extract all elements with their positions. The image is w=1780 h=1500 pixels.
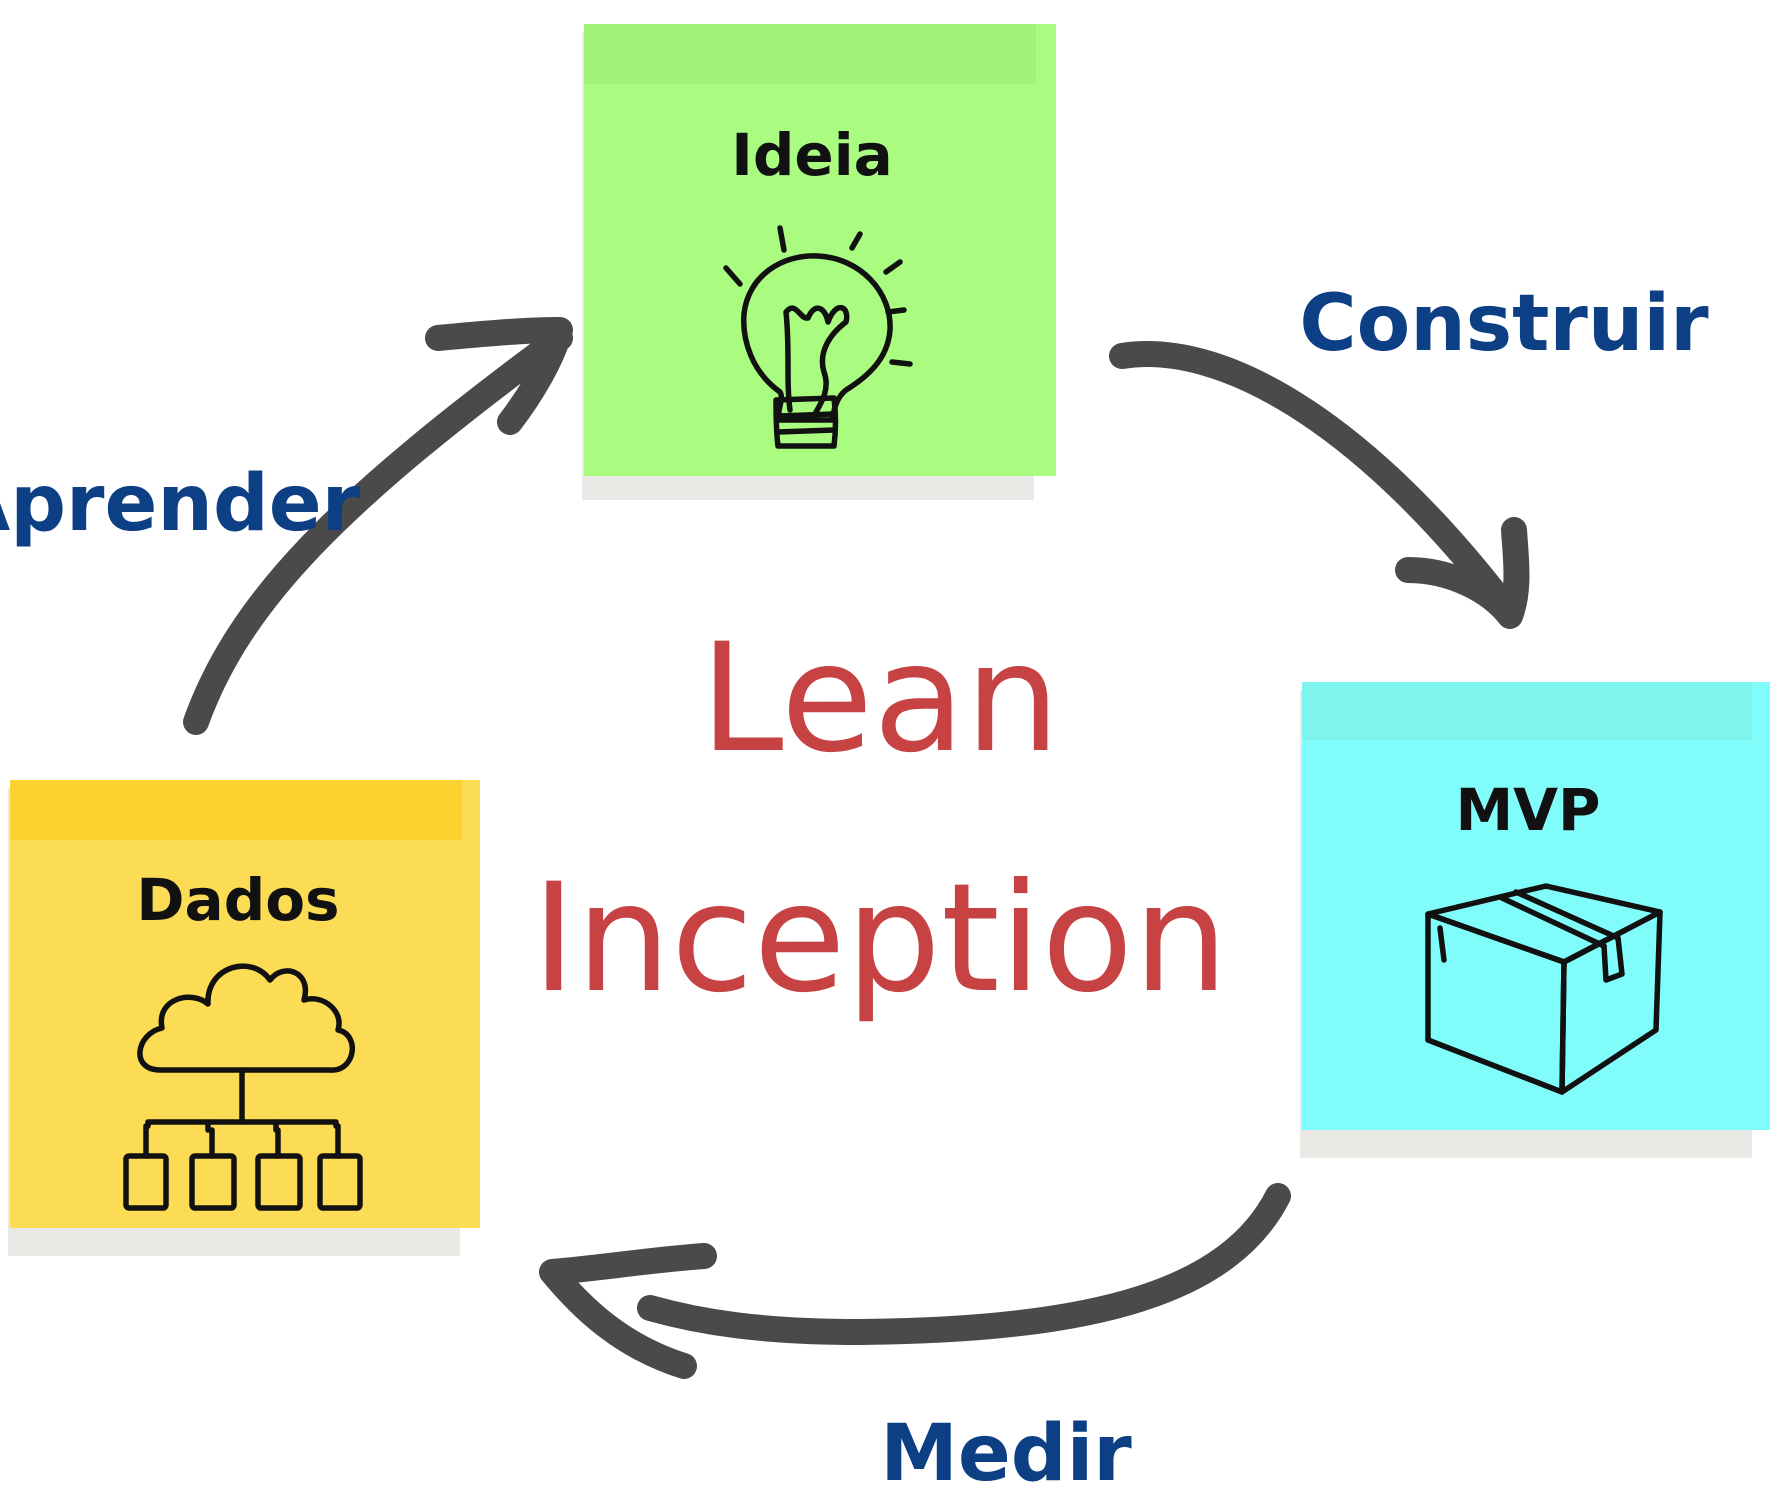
note-ideia-label: Ideia (731, 121, 892, 189)
note-body (10, 780, 480, 1228)
note-band (10, 780, 462, 840)
box-icon (1425, 883, 1663, 1095)
step-label-aprender: Aprender (0, 459, 361, 549)
note-mvp: MVP (1300, 682, 1770, 1158)
note-body (1302, 682, 1770, 1130)
arrow-aprender (183, 317, 573, 735)
arrow-medir (539, 1183, 1291, 1379)
step-label-medir: Medir (880, 1409, 1132, 1499)
note-ideia: Ideia (582, 24, 1056, 500)
title-line-1: Lean (700, 612, 1060, 786)
note-band (1302, 682, 1752, 740)
note-dados: Dados (8, 780, 480, 1256)
note-mvp-label: MVP (1455, 776, 1600, 844)
title-line-2: Inception (532, 852, 1229, 1026)
cloud-network-icon (123, 963, 363, 1211)
lightbulb-icon (723, 225, 913, 449)
note-dados-label: Dados (136, 866, 339, 934)
note-band (584, 24, 1036, 84)
arrow-construir (1109, 341, 1530, 629)
step-label-construir: Construir (1299, 279, 1709, 369)
